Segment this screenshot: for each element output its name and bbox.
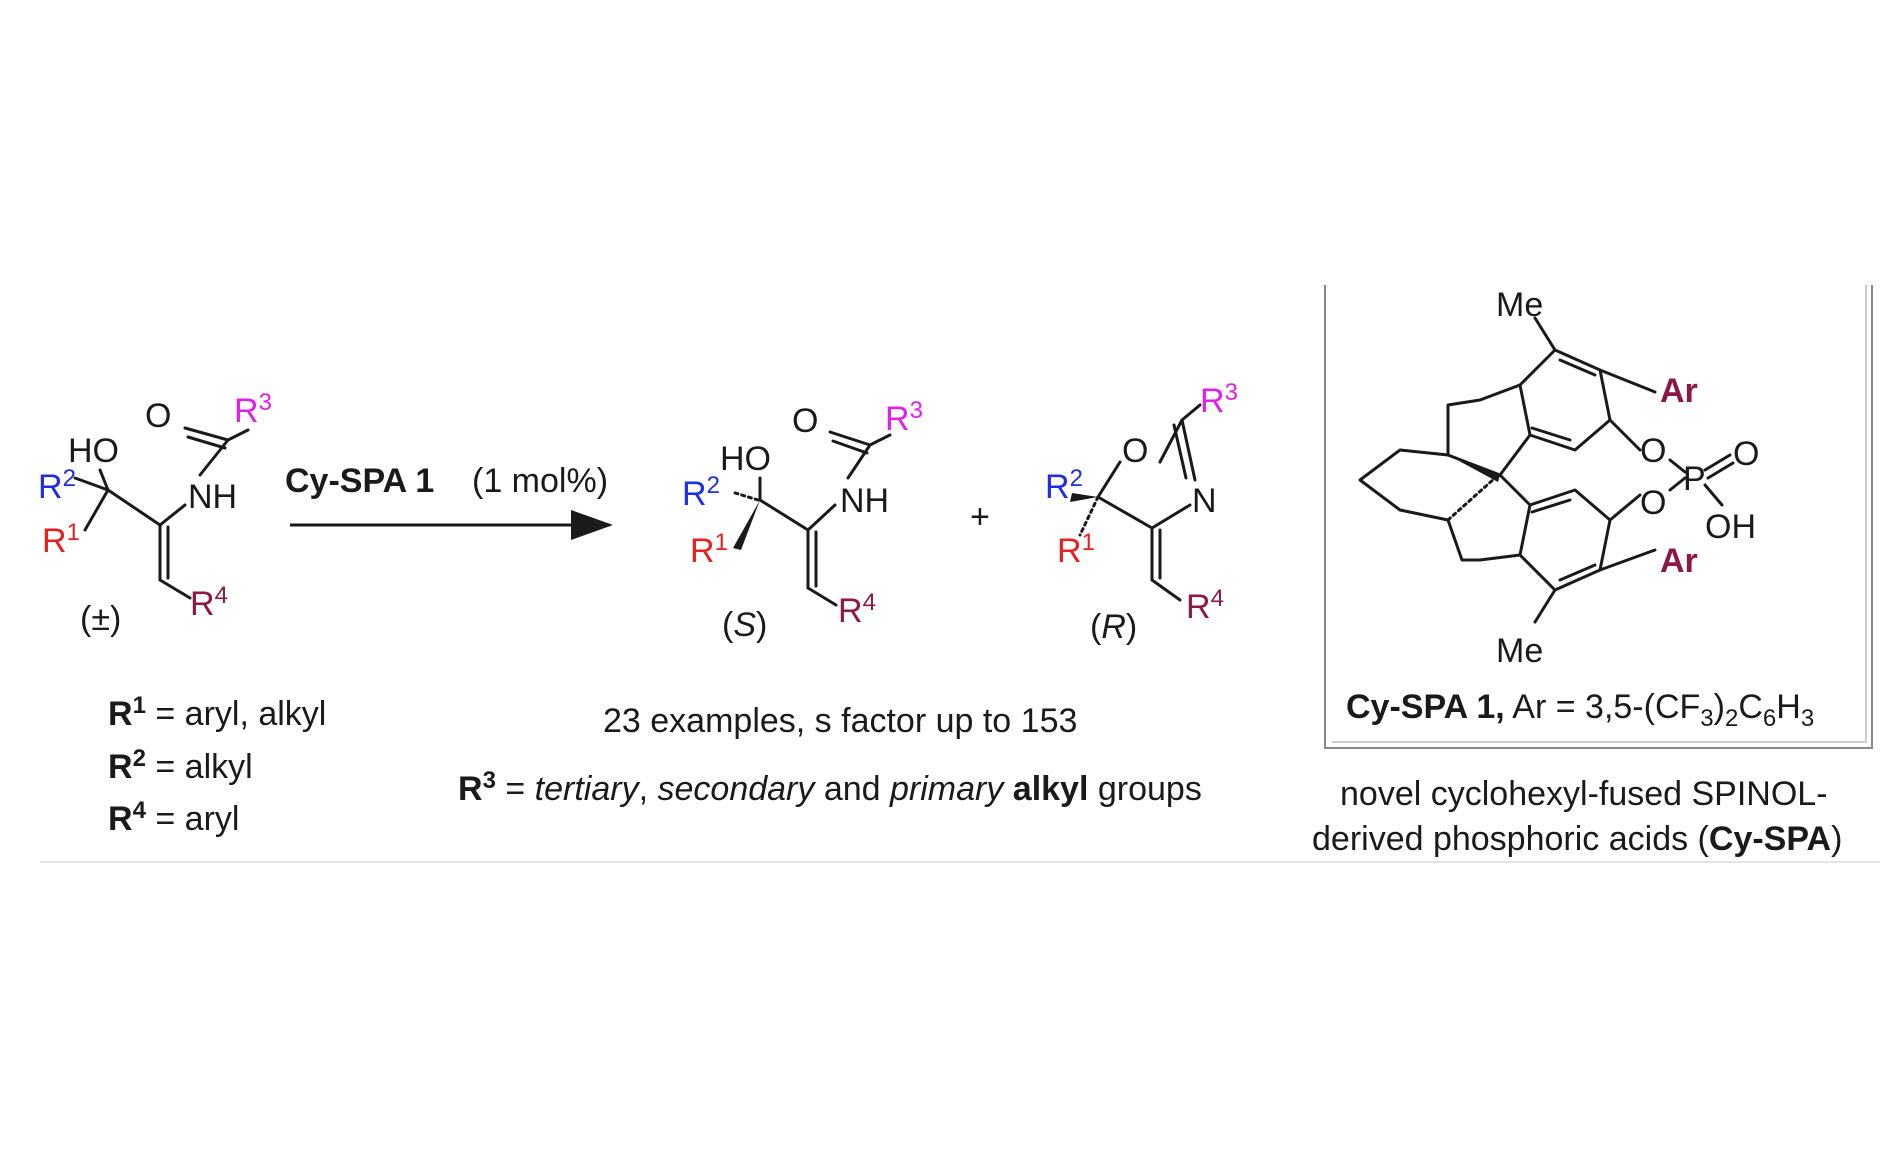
ar-bottom-label: Ar bbox=[1660, 542, 1698, 580]
me-bottom-label: Me bbox=[1496, 632, 1543, 670]
plus-sign: + bbox=[970, 498, 990, 536]
r4-definition: R4 = aryl bbox=[108, 797, 239, 838]
substrate-structure: HO O NH R2 R1 R3 R4 (±) bbox=[38, 389, 272, 638]
catalyst-name: Cy-SPA 1 bbox=[285, 462, 434, 500]
catalyst-caption: Cy-SPA 1, Ar = 3,5-(CF3)2C6H3 bbox=[1346, 688, 1814, 732]
product-r-config-label: (R) bbox=[1090, 608, 1137, 646]
reaction-arrow: Cy-SPA 1 (1 mol%) bbox=[285, 462, 613, 540]
phosphate-o-top: O bbox=[1640, 432, 1666, 470]
product-r-r2: R2 bbox=[1045, 465, 1083, 506]
r2-definition: R2 = alkyl bbox=[108, 745, 253, 786]
substrate-carbonyl-o: O bbox=[145, 397, 171, 435]
product-s-nh-label: NH bbox=[840, 482, 889, 520]
me-top-label: Me bbox=[1496, 286, 1543, 324]
product-s-r3: R3 bbox=[885, 397, 923, 438]
phosphoryl-o: O bbox=[1733, 435, 1759, 473]
substrate-nh-label: NH bbox=[188, 478, 237, 516]
catalyst-box: Me Me Ar Ar O O P O OH Cy-SPA 1, Ar = 3,… bbox=[1324, 285, 1873, 749]
wedge-bond-r bbox=[1070, 493, 1098, 502]
description-line-2: derived phosphoric acids (Cy-SPA) bbox=[1312, 820, 1842, 858]
substrate-r4: R4 bbox=[190, 582, 228, 623]
description-line-1: novel cyclohexyl-fused SPINOL- bbox=[1340, 775, 1828, 813]
cy-spa-structure bbox=[1358, 316, 1735, 624]
catalyst-description: novel cyclohexyl-fused SPINOL- derived p… bbox=[1312, 775, 1842, 858]
oxazoline-n: N bbox=[1192, 482, 1217, 520]
product-s-carbonyl-o: O bbox=[792, 402, 818, 440]
oxazoline-o: O bbox=[1122, 432, 1148, 470]
catalyst-box-border bbox=[1324, 285, 1873, 749]
substrate-r1: R1 bbox=[42, 519, 80, 560]
product-s-oh-label: HO bbox=[720, 440, 771, 478]
r1-definition: R1 = aryl, alkyl bbox=[108, 692, 326, 733]
product-r-r1: R1 bbox=[1057, 529, 1095, 570]
substrate-r3: R3 bbox=[234, 389, 272, 430]
phosphate-o-bottom: O bbox=[1640, 484, 1666, 522]
r3-scope-line: R3 = tertiary, secondary and primary alk… bbox=[458, 767, 1202, 808]
product-s-structure: HO O NH R2 R1 R3 R4 (S) bbox=[682, 397, 923, 644]
examples-summary: 23 examples, s factor up to 153 bbox=[603, 702, 1077, 740]
product-s-r2: R2 bbox=[682, 472, 720, 513]
racemic-label: (±) bbox=[80, 600, 121, 638]
product-s-r4: R4 bbox=[838, 589, 876, 630]
wedge-bond bbox=[733, 500, 760, 550]
phosphate-oh: OH bbox=[1705, 508, 1756, 546]
substrate-oh-label: HO bbox=[68, 432, 119, 470]
product-r-r4: R4 bbox=[1186, 585, 1224, 626]
r-group-definitions: R1 = aryl, alkyl R2 = alkyl R4 = aryl bbox=[108, 692, 326, 838]
phosphorus-label: P bbox=[1683, 460, 1706, 498]
catalyst-loading: (1 mol%) bbox=[472, 462, 608, 500]
product-r-structure: O N R2 R1 R3 R4 (R) bbox=[1045, 379, 1238, 646]
substrate-r2: R2 bbox=[38, 465, 76, 506]
product-s-r1: R1 bbox=[690, 529, 728, 570]
product-s-config-label: (S) bbox=[722, 606, 767, 644]
scope-summary: 23 examples, s factor up to 153 R3 = ter… bbox=[458, 702, 1202, 808]
ar-top-label: Ar bbox=[1660, 372, 1698, 410]
product-r-r3: R3 bbox=[1200, 379, 1238, 420]
